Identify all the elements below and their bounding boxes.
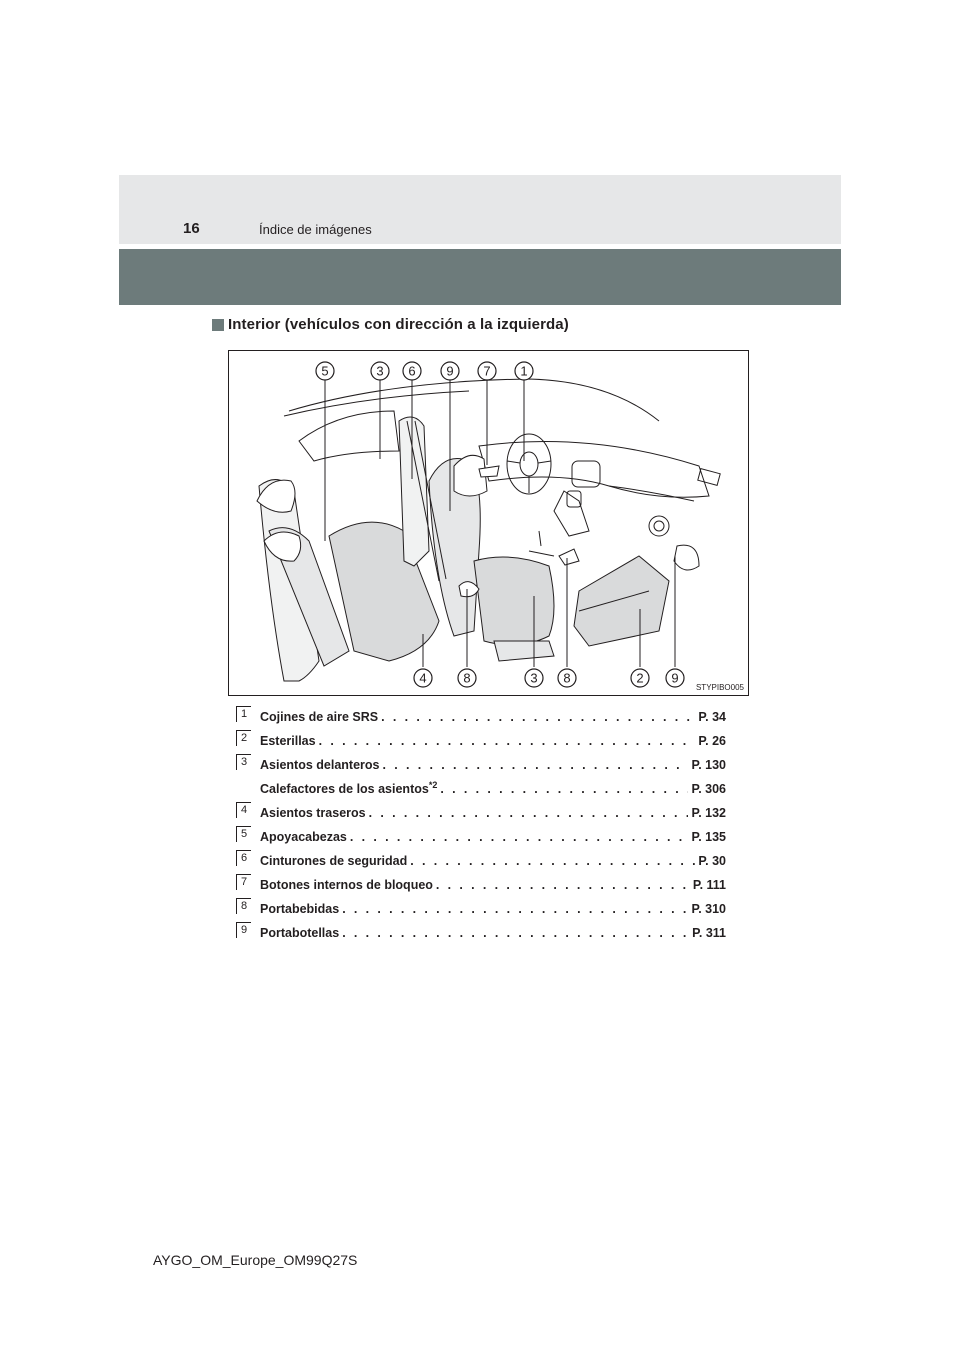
section-title: Índice de imágenes [259,222,372,237]
page-number: 16 [183,220,200,237]
item-number-badge: 3 [236,754,251,770]
list-item: 3 Asientos delanteros P. 130 [236,754,726,778]
list-item: 5 Apoyacabezas P. 135 [236,826,726,850]
list-item: 6 Cinturones de seguridad P. 30 [236,850,726,874]
page-reference: P. 306 [691,782,726,796]
list-item: 7 Botones internos de bloqueo P. 111 [236,874,726,898]
svg-text:9: 9 [446,364,453,379]
item-label: Portabotellas [260,926,340,940]
page-reference: P. 135 [691,830,726,844]
svg-text:5: 5 [321,364,328,379]
item-label: Cojines de aire SRS [260,710,379,724]
car-interior-drawing: 5 3 6 9 7 1 4 8 3 8 2 9 [256,361,721,688]
item-number-badge: 2 [236,730,251,746]
svg-text:7: 7 [483,364,490,379]
item-number-badge: 5 [236,826,251,842]
item-number-badge: 7 [236,874,251,890]
item-number-badge: 9 [236,922,251,938]
svg-text:2: 2 [636,671,643,686]
page-reference: P. 311 [692,926,726,940]
interior-illustration: 5 3 6 9 7 1 4 8 3 8 2 9 STYPIBO005 [228,350,749,696]
list-item: Calefactores de los asientos*2 P. 306 [236,778,726,802]
item-number-badge: 6 [236,850,251,866]
subheading-square-icon [212,319,224,331]
page-reference: P. 30 [698,854,726,868]
list-item: 9 Portabotellas P. 311 [236,922,726,946]
svg-text:8: 8 [563,671,570,686]
svg-text:8: 8 [463,671,470,686]
header-bar [119,249,841,305]
item-label: Asientos traseros [260,806,366,820]
page-reference: P. 111 [692,878,726,892]
list-item: 8 Portabebidas P. 310 [236,898,726,922]
item-number-badge: 8 [236,898,251,914]
item-label: Calefactores de los asientos [260,782,429,796]
page-reference: P. 26 [698,734,726,748]
item-label: Cinturones de seguridad [260,854,408,868]
header-band [119,175,841,244]
item-label: Asientos delanteros [260,758,380,772]
callout-markers: 5 3 6 9 7 1 4 8 3 8 2 9 [315,361,685,688]
item-number-badge: 1 [236,706,251,722]
item-label: Apoyacabezas [260,830,347,844]
subheading: Interior (vehículos con dirección a la i… [228,316,569,333]
svg-text:4: 4 [419,671,426,686]
page-reference: P. 310 [691,902,726,916]
list-item: 2 Esterillas P. 26 [236,730,726,754]
svg-text:9: 9 [671,671,678,686]
document-footer: AYGO_OM_Europe_OM99Q27S [153,1252,358,1268]
list-item: 1 Cojines de aire SRS P. 34 [236,706,726,730]
item-label: Portabebidas [260,902,340,916]
svg-text:6: 6 [408,364,415,379]
item-label: Esterillas [260,734,316,748]
page-reference: P. 132 [691,806,726,820]
page-reference: P. 130 [691,758,726,772]
item-label: Botones internos de bloqueo [260,878,433,892]
figure-code: STYPIBO005 [695,683,744,692]
svg-text:3: 3 [530,671,537,686]
list-item: 4 Asientos traseros P. 132 [236,802,726,826]
svg-text:1: 1 [520,364,527,379]
item-number-badge: 4 [236,802,251,818]
svg-text:3: 3 [376,364,383,379]
footnote-marker: *2 [428,779,438,790]
item-list: 1 Cojines de aire SRSP. 34 2 EsterillasP… [236,706,726,946]
page-reference: P. 34 [698,710,726,724]
